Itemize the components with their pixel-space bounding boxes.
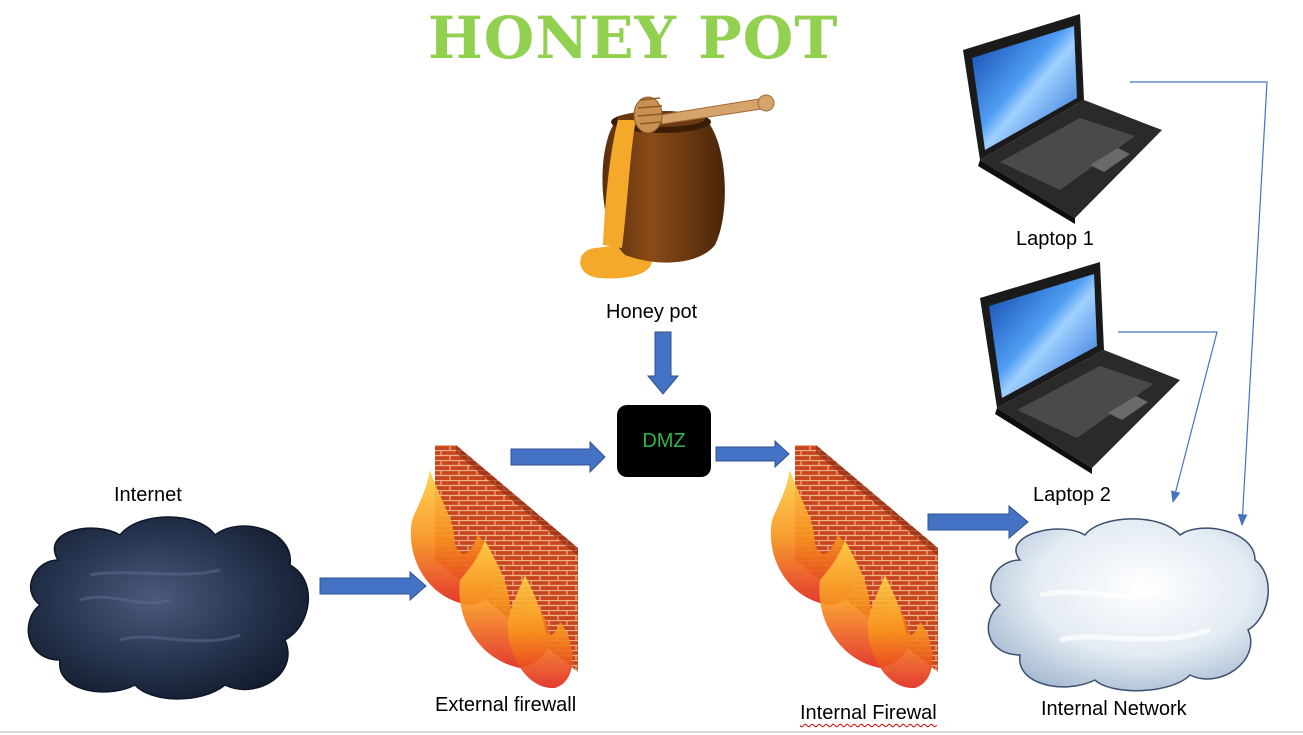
- dark-cloud-icon: [27, 516, 310, 700]
- arrow-external-firewall-to-dmz: [510, 440, 606, 474]
- bottom-divider: [0, 731, 1303, 733]
- laptop-icon: [980, 262, 1180, 474]
- connector-laptop1-to-network: [1130, 81, 1268, 527]
- dmz-label: DMZ: [642, 429, 686, 452]
- external-firewall-label: External firewall: [435, 694, 577, 716]
- diagram-title: HONEY POT: [428, 4, 839, 72]
- firewall-icon: [410, 445, 578, 689]
- internal-firewall-label: Internal Firewal: [800, 702, 937, 724]
- arrow-honeypot-to-dmz: [646, 331, 680, 395]
- dmz-node: DMZ: [617, 405, 711, 477]
- laptop-1-label: Laptop 1: [1016, 228, 1094, 250]
- honey-pot-label: Honey pot: [606, 301, 698, 323]
- internal-network-label: Internal Network: [1041, 698, 1187, 720]
- light-cloud-icon: [987, 518, 1269, 692]
- firewall-icon: [770, 445, 938, 689]
- arrow-dmz-to-internal-firewall: [715, 439, 790, 469]
- connector-laptop2-to-network: [1118, 331, 1218, 504]
- laptop-2-label: Laptop 2: [1033, 484, 1111, 506]
- internet-label: Internet: [114, 484, 182, 506]
- arrow-internet-to-external-firewall: [319, 570, 427, 602]
- arrow-internal-firewall-to-network: [927, 504, 1029, 540]
- honey-pot-icon: [580, 94, 775, 279]
- laptop-icon: [963, 14, 1162, 224]
